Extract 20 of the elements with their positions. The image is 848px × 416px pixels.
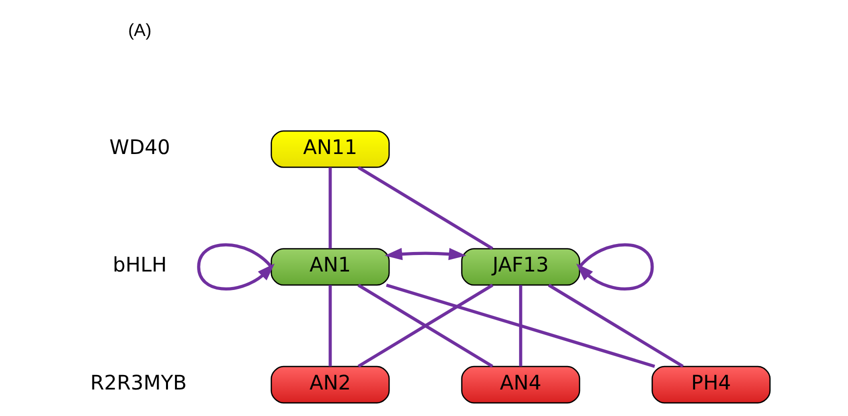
node-box: JAF13: [460, 248, 580, 286]
label: bHLH: [112, 252, 166, 277]
node-box: AN11: [270, 130, 390, 168]
node-box: AN4: [460, 366, 580, 404]
connector: [357, 284, 493, 368]
label: (A): [128, 20, 151, 40]
node-box: AN1: [270, 248, 390, 286]
connector: [328, 285, 332, 366]
node-box: AN2: [270, 366, 390, 404]
label: R2R3MYB: [90, 370, 186, 394]
connector: [328, 167, 332, 249]
label: WD40: [108, 134, 170, 159]
connector: [357, 166, 493, 250]
node-box: PH4: [651, 366, 770, 404]
connector: [547, 284, 684, 368]
arrow: [384, 248, 466, 260]
connector: [385, 284, 655, 368]
arrow: [576, 243, 654, 290]
arrow: [196, 243, 274, 290]
connector: [518, 285, 522, 366]
